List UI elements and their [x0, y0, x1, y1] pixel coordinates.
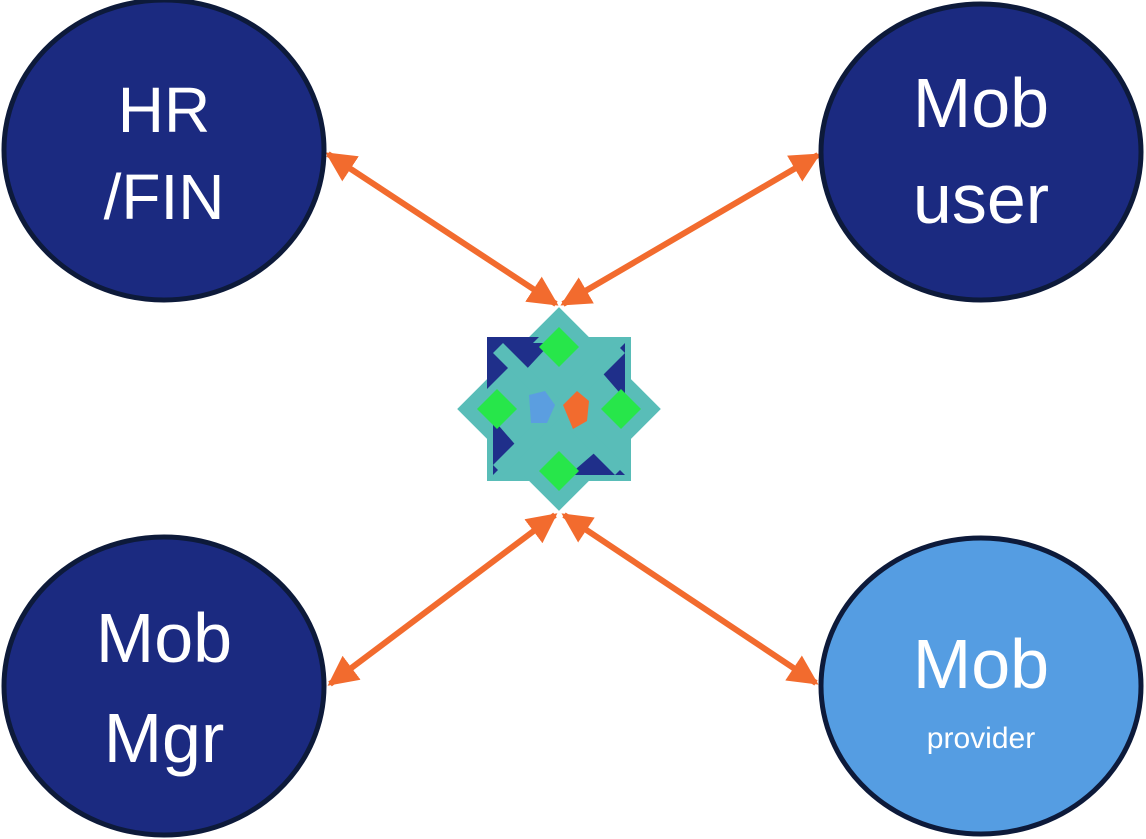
node-mob-provider-line1: Mob: [913, 625, 1049, 703]
node-mob-mgr-line2: Mgr: [104, 699, 225, 777]
star-logo-icon: [457, 307, 661, 511]
arrow-mob-user-hub: [560, 152, 821, 307]
node-mob-user-circle: [818, 1, 1144, 303]
node-mob-mgr: Mob Mgr: [1, 534, 327, 838]
node-hr-fin-circle: [1, 0, 327, 303]
arrow-mob-mgr-hub: [327, 512, 558, 687]
node-mob-provider-circle: [818, 535, 1144, 837]
node-mob-provider-line2: provider: [927, 722, 1035, 755]
node-mob-user-line2: user: [913, 160, 1049, 238]
node-hr-fin-line2: /FIN: [104, 161, 225, 233]
node-hr-fin: HR /FIN: [1, 0, 327, 303]
node-mob-user-line1: Mob: [913, 64, 1049, 142]
node-mob-mgr-line1: Mob: [96, 599, 232, 677]
node-hr-fin-line1: HR: [118, 74, 210, 146]
node-mob-user: Mob user: [818, 1, 1144, 303]
arrow-hr-fin-hub: [325, 151, 559, 307]
node-mob-provider: Mob provider: [818, 535, 1144, 837]
arrow-mob-provider-hub: [561, 512, 819, 686]
node-mob-mgr-circle: [1, 534, 327, 838]
